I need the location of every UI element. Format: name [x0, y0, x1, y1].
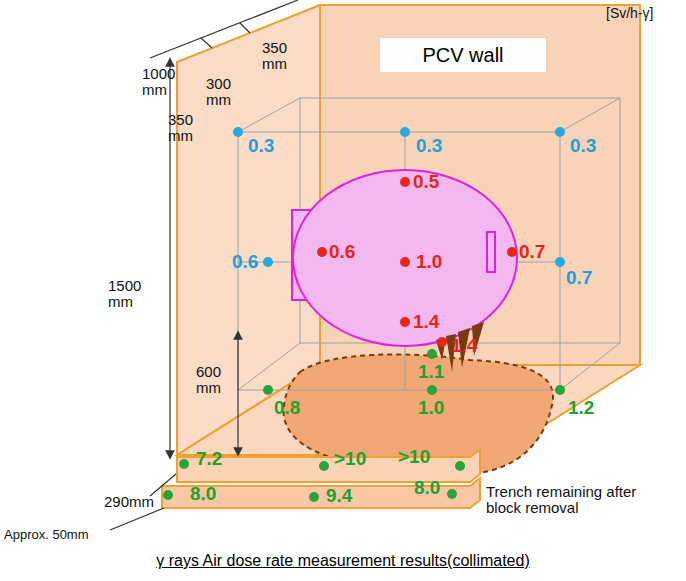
annotation: Trench remaining after block removal: [486, 484, 646, 516]
annotation: 290mm: [104, 494, 154, 510]
dose-value: 8.0: [414, 478, 440, 498]
dose-value: 1.4: [413, 312, 439, 332]
annotation: 1000 mm: [142, 66, 182, 98]
annotation: 1500 mm: [108, 278, 158, 310]
dose-value: >10: [398, 447, 430, 467]
annotation: [Sv/h-γ]: [606, 6, 653, 21]
opening-right: [487, 232, 495, 272]
dose-value: 0.6: [329, 242, 355, 262]
measurement-points: [163, 127, 565, 502]
figure-caption: γ rays Air dose rate measurement results…: [0, 552, 686, 570]
annotation: Approx. 50mm: [4, 528, 89, 542]
pedestal: [293, 170, 517, 346]
label-box: PCV wall: [380, 38, 546, 72]
dose-value: 0.3: [570, 136, 596, 156]
dose-value: 0.3: [416, 136, 442, 156]
dose-value: 7.2: [196, 449, 222, 469]
dose-value: 1.4: [451, 336, 477, 356]
dose-value: 8.0: [190, 484, 216, 504]
dose-value: 1.0: [416, 252, 442, 272]
slab-lower: [162, 478, 480, 508]
measurement-grid: [238, 98, 620, 390]
dose-value: 0.8: [274, 398, 300, 418]
dose-value: 0.6: [232, 252, 258, 272]
dimension-lines: [110, 0, 298, 530]
dose-value: 0.7: [566, 268, 592, 288]
dose-value: 9.4: [326, 486, 352, 506]
dose-value: 0.7: [519, 242, 545, 262]
annotation: 300 mm: [206, 76, 246, 108]
dose-value: >10: [334, 449, 366, 469]
dose-value: 1.1: [418, 362, 444, 382]
dose-value: 1.2: [568, 398, 594, 418]
dose-value: 0.3: [248, 136, 274, 156]
dose-value: 1.0: [418, 398, 444, 418]
box-text: PCV wall: [422, 44, 503, 67]
annotation: 600 mm: [196, 364, 236, 396]
annotation: 350 mm: [168, 112, 208, 144]
dose-value: 0.5: [413, 172, 439, 192]
annotation: 350 mm: [262, 40, 302, 72]
